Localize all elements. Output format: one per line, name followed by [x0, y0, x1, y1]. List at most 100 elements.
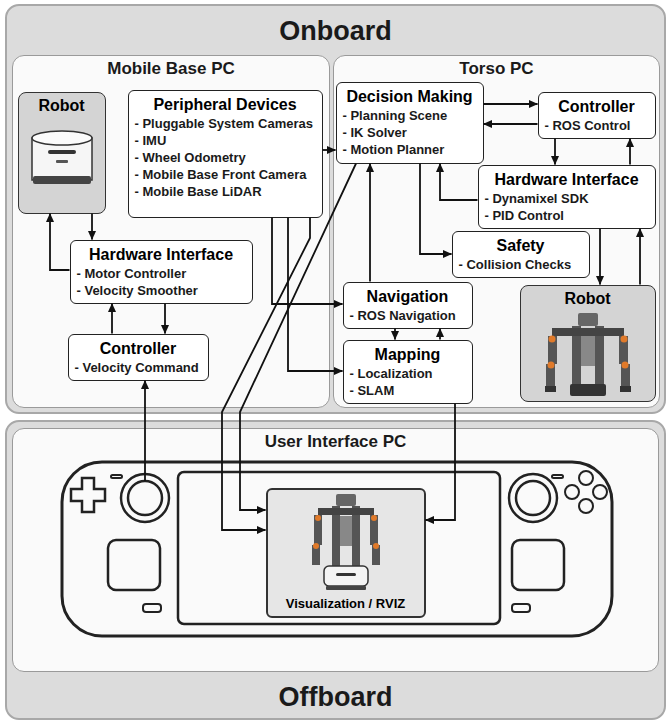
box-item: - Pluggable System Cameras [135, 115, 316, 132]
component-box: Safety- Collision Checks [452, 231, 590, 278]
base-bumper [33, 176, 91, 184]
joystick [516, 481, 550, 515]
robot-arm [312, 545, 320, 565]
dpad [71, 478, 105, 512]
computer-panel: Torso PCDecision Making- Planning Scene-… [333, 55, 660, 408]
computer-panel: Mobile Base PC Robot Peripheral Devices- P… [12, 55, 330, 408]
flow-arrow [484, 103, 538, 105]
base-bumper [326, 586, 366, 590]
box-item: - Wheel Odometry [135, 149, 316, 166]
robot-joint [371, 515, 377, 521]
plus-button [552, 475, 563, 478]
gamepad-illustration [62, 462, 612, 636]
base-slot [336, 573, 356, 576]
box-item: - ROS Navigation [350, 307, 466, 324]
robot-arm [372, 545, 380, 565]
box-item: - Motor Controller [77, 265, 246, 282]
mobile-base-illustration [32, 131, 92, 184]
band-title: Onboard [7, 14, 664, 48]
display-box: Visualization / RVIZ [266, 488, 426, 618]
box-item: - IMU [135, 132, 316, 149]
base-sensor [56, 160, 68, 163]
panel-title: Torso PC [334, 58, 659, 80]
flow-arrow [554, 139, 556, 165]
display-label: Visualization / RVIZ [286, 596, 405, 612]
robot-arm [548, 336, 557, 364]
component-box: Controller- ROS Control [538, 92, 656, 139]
flow-arrow [420, 164, 452, 255]
robot-box: Robot [18, 92, 106, 214]
gamepad-outline [62, 462, 612, 636]
robot-joint [373, 543, 379, 549]
box-heading: Robot [527, 289, 649, 309]
box-heading: Robot [25, 96, 99, 116]
robot-head [578, 313, 598, 326]
flow-arrow [484, 123, 538, 125]
joystick [128, 481, 162, 515]
region-band: Offboard User Interface PC Visualization /… [5, 420, 666, 720]
box-item: - Mobile Base LiDAR [135, 183, 316, 200]
component-box: Mapping- Localization- SLAM [343, 340, 473, 404]
robot-head [336, 494, 356, 506]
small-button [512, 604, 530, 612]
gamepad-screen [178, 472, 500, 624]
joystick-ring [121, 474, 169, 522]
robot-box: Robot [520, 285, 656, 402]
box-item: - Dynamixel SDK [485, 190, 649, 207]
robot-gripper [545, 386, 556, 392]
box-item: - Velocity Command [75, 359, 202, 376]
component-box: Peripheral Devices- Pluggable System Cam… [128, 90, 323, 218]
robot-joint [548, 362, 555, 369]
panel-title: Mobile Base PC [13, 58, 329, 80]
band-title: Offboard [279, 680, 393, 714]
robot-joint [549, 336, 556, 343]
robot-plate [340, 516, 352, 546]
component-box: Navigation- ROS Navigation [343, 282, 473, 329]
robot-shoulders [318, 508, 374, 515]
robot-base [570, 384, 606, 396]
component-box: Decision Making- Planning Scene- IK Solv… [336, 82, 484, 164]
robot-arm [370, 515, 378, 545]
flow-arrow [50, 214, 70, 271]
robot-joint [313, 543, 319, 549]
face-button [593, 485, 607, 499]
joystick-ring [509, 474, 557, 522]
box-item: - Collision Checks [459, 256, 583, 273]
panel-title: User Interface PC [13, 431, 658, 453]
small-button [143, 604, 161, 612]
box-heading: Hardware Interface [485, 170, 649, 190]
box-heading: Hardware Interface [77, 245, 246, 265]
component-box: Controller- Velocity Command [68, 334, 209, 381]
trackpad [108, 540, 160, 590]
box-item: - PID Control [485, 207, 649, 224]
flow-arrow [440, 164, 478, 201]
minus-button [111, 475, 122, 478]
flow-arrow [240, 164, 356, 511]
robot-pillar [595, 326, 604, 384]
face-button [579, 471, 593, 485]
flow-arrow [426, 404, 456, 521]
box-item: - Velocity Smoother [77, 282, 246, 299]
box-item: - Localization [350, 365, 466, 382]
robot-arm [314, 515, 322, 545]
flow-arrow [323, 149, 336, 151]
box-heading: Mapping [350, 345, 466, 365]
component-box: Hardware Interface- Dynamixel SDK- PID C… [478, 165, 656, 229]
robot-joint [315, 515, 321, 521]
box-item: - Planning Scene [343, 107, 477, 124]
robot-shoulders [552, 328, 624, 336]
box-heading: Decision Making [343, 87, 477, 107]
flow-arrow [369, 164, 371, 282]
trackpad [512, 540, 564, 590]
flow-arrow [629, 139, 631, 165]
base-top [32, 131, 92, 145]
robot-joint [621, 336, 628, 343]
face-button [565, 485, 579, 499]
region-band: OnboardMobile Base PC Robot Peripheral Dev… [5, 4, 666, 414]
computer-panel: User Interface PC Visualization / RVIZ [12, 428, 659, 672]
robot-pillar [352, 506, 360, 568]
humanoid-illustration [545, 313, 631, 396]
box-heading: Controller [545, 97, 649, 117]
box-item: - Motion Planner [343, 141, 477, 158]
